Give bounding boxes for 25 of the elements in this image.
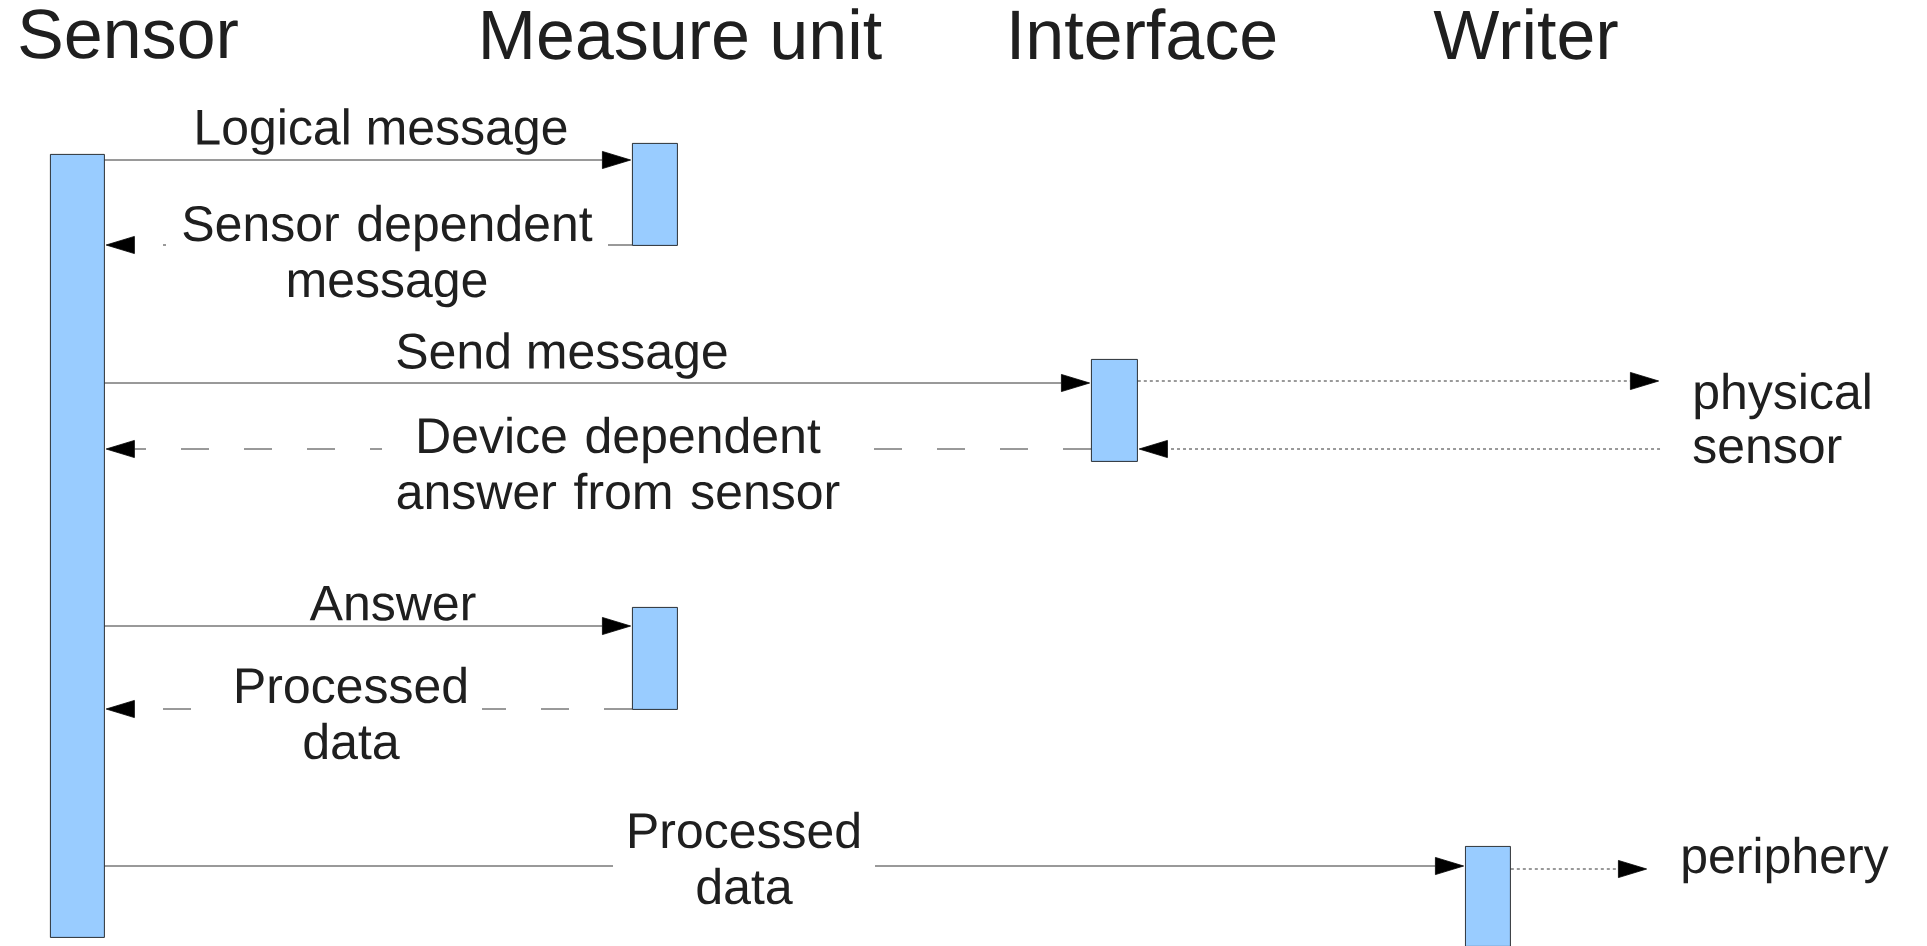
arrow [1137, 372, 1660, 390]
endpoint-label: physical sensor [1693, 372, 1870, 464]
message-label: Answer [309, 585, 476, 621]
message-label: Device dependent answer from sensor [382, 415, 854, 511]
arrow [105, 236, 633, 254]
activation-bar [1465, 846, 1511, 946]
activation-bar [1091, 359, 1138, 462]
arrow [104, 151, 631, 169]
lifeline-title: Writer [1433, 8, 1618, 60]
activation-bar [632, 143, 678, 246]
arrow [1510, 860, 1648, 878]
arrow [1138, 440, 1661, 458]
message-label: Send message [397, 332, 727, 379]
message-label: Sensor dependent message [166, 203, 608, 309]
activation-bar [632, 607, 678, 710]
arrow [104, 617, 631, 635]
message-label: Processed data [613, 810, 875, 906]
endpoint-label: periphery [1683, 836, 1889, 884]
activation-bar [50, 154, 105, 938]
lifeline-title: Sensor [20, 9, 238, 59]
arrow [104, 374, 1090, 392]
message-label: Processed data [220, 665, 482, 761]
message-label: Logical message [197, 108, 567, 155]
lifeline-title: Interface [1012, 8, 1276, 60]
lifeline-title: Measure unit [483, 8, 882, 60]
